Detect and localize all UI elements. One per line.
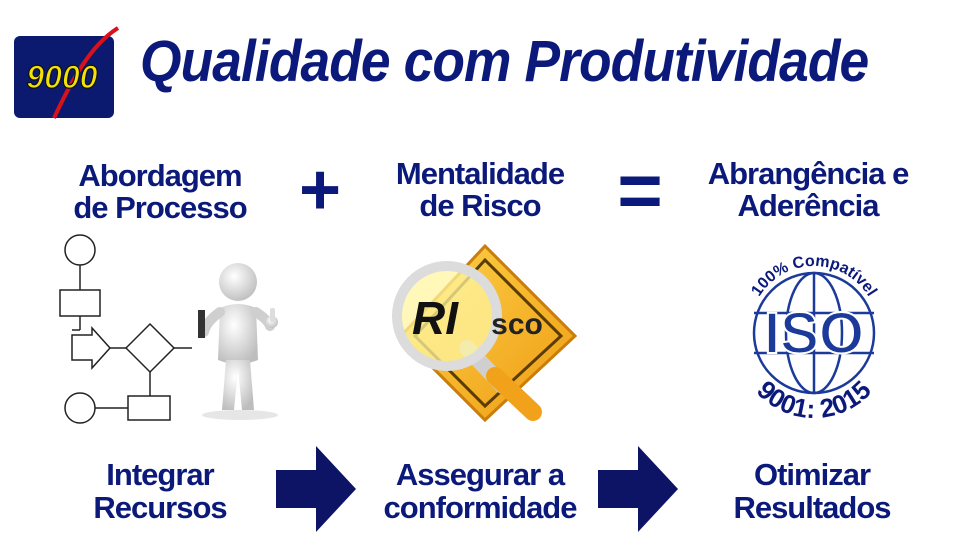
person-thumbs-up-icon (198, 263, 278, 420)
right-arrow-icon (598, 446, 678, 532)
outcome-otimizar: Otimizar Resultados (733, 457, 891, 525)
outcome-assegurar: Assegurar a conformidade (383, 457, 578, 525)
outcome-integrar: Integrar Recursos (93, 457, 227, 525)
plus-sign: + (298, 150, 342, 230)
risk-text-main: RI (412, 292, 459, 344)
logo-9000: 9000 (14, 26, 120, 119)
iso-center-text: ISO (764, 301, 864, 366)
logo-text: 9000 (26, 59, 97, 95)
risk-text-rest: sco (491, 308, 543, 341)
process-flowchart-icon (59, 234, 192, 424)
label-abrangencia: Abrangência e Aderência (707, 156, 910, 223)
risk-sign-magnifier-icon: RI sco (392, 243, 578, 423)
right-arrow-icon (276, 446, 356, 532)
iso-badge: 100% Compatível ISO 9001: 2015 (748, 253, 880, 424)
page-title: Qualidade com Produtividade (140, 29, 869, 94)
label-mentalidade: Mentalidade de Risco (395, 156, 565, 223)
label-abordagem: Abordagem de Processo (73, 158, 247, 225)
equals-sign: = (617, 146, 663, 234)
